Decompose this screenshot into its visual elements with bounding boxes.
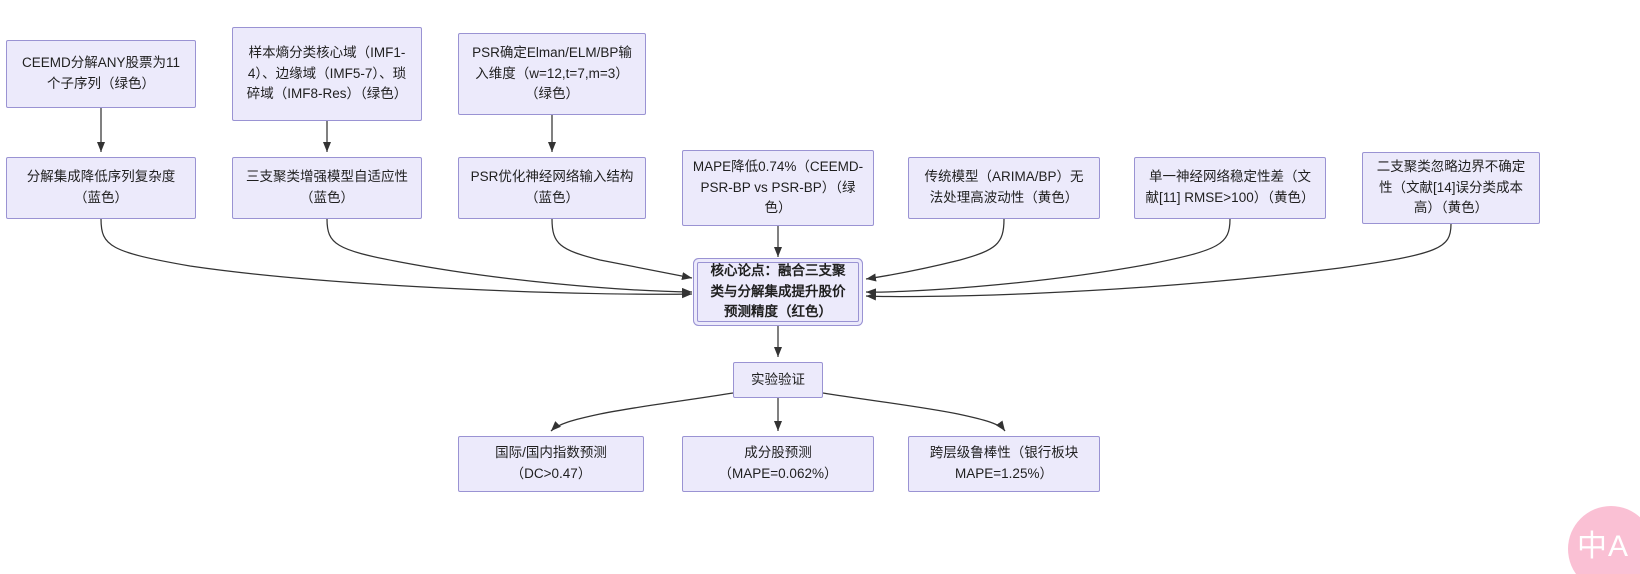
node-psr-structure[interactable]: PSR优化神经网络输入结构（蓝色） xyxy=(458,157,646,219)
node-label: PSR优化神经网络输入结构（蓝色） xyxy=(470,169,634,205)
node-single-nn-limit[interactable]: 单一神经网络稳定性差（文献[11] RMSE>100）（黄色） xyxy=(1134,157,1326,219)
node-ceemd[interactable]: CEEMD分解ANY股票为11个子序列（绿色） xyxy=(6,40,196,108)
edge-twoway-to-core xyxy=(865,223,1452,301)
node-twoway-clustering-limit[interactable]: 二支聚类忽略边界不确定性（文献[14]误分类成本高）（黄色） xyxy=(1362,152,1540,224)
node-core-claim[interactable]: 核心论点：融合三支聚类与分解集成提升股价预测精度（红色） xyxy=(697,262,859,322)
node-constituent-forecast[interactable]: 成分股预测（MAPE=0.062%） xyxy=(682,436,874,492)
node-experiment-validation[interactable]: 实验验证 xyxy=(733,362,823,398)
node-label: 成分股预测（MAPE=0.062%） xyxy=(718,445,838,481)
node-threeway-adaptivity[interactable]: 三支聚类增强模型自适应性（蓝色） xyxy=(232,157,422,219)
node-label: 单一神经网络稳定性差（文献[11] RMSE>100）（黄色） xyxy=(1145,169,1315,205)
node-psr-input-dim[interactable]: PSR确定Elman/ELM/BP输入维度（w=12,t=7,m=3）（绿色） xyxy=(458,33,646,115)
node-label: 国际/国内指数预测（DC>0.47） xyxy=(495,445,607,481)
node-mape-gain[interactable]: MAPE降低0.74%（CEEMD-PSR-BP vs PSR-BP）（绿色） xyxy=(682,150,874,226)
edge-decomp-to-core xyxy=(100,218,693,299)
edge-psrstructure-to-core xyxy=(551,218,693,280)
node-label: MAPE降低0.74%（CEEMD-PSR-BP vs PSR-BP）（绿色） xyxy=(692,158,864,216)
node-index-forecast[interactable]: 国际/国内指数预测（DC>0.47） xyxy=(458,436,644,492)
node-label: 分解集成降低序列复杂度（蓝色） xyxy=(26,169,176,205)
node-label: 三支聚类增强模型自适应性（蓝色） xyxy=(246,169,408,205)
node-label: CEEMD分解ANY股票为11个子序列（绿色） xyxy=(21,55,181,91)
edge-experiment-to-robust xyxy=(822,392,1006,432)
node-decomposition-complexity[interactable]: 分解集成降低序列复杂度（蓝色） xyxy=(6,157,196,219)
node-label: 传统模型（ARIMA/BP）无法处理高波动性（黄色） xyxy=(924,169,1084,205)
node-label: 核心论点：融合三支聚类与分解集成提升股价预测精度（红色） xyxy=(710,262,846,320)
edge-traditional-to-core xyxy=(865,218,1005,282)
node-label: 实验验证 xyxy=(751,371,805,387)
edge-threeway-to-core xyxy=(326,218,693,296)
edge-singlenn-to-core xyxy=(865,218,1231,297)
node-sampen[interactable]: 样本熵分类核心域（IMF1-4）、边缘域（IMF5-7）、琐碎域（IMF8-Re… xyxy=(232,27,422,121)
node-label: 二支聚类忽略边界不确定性（文献[14]误分类成本高）（黄色） xyxy=(1376,158,1526,216)
watermark-text: 中A xyxy=(1576,530,1629,563)
watermark-badge: 中A xyxy=(1568,506,1640,574)
node-traditional-model-limit[interactable]: 传统模型（ARIMA/BP）无法处理高波动性（黄色） xyxy=(908,157,1100,219)
node-cross-level-robustness[interactable]: 跨层级鲁棒性（银行板块MAPE=1.25%） xyxy=(908,436,1100,492)
node-label: PSR确定Elman/ELM/BP输入维度（w=12,t=7,m=3）（绿色） xyxy=(472,44,632,102)
node-label: 跨层级鲁棒性（银行板块MAPE=1.25%） xyxy=(929,445,1079,481)
node-label: 样本熵分类核心域（IMF1-4）、边缘域（IMF5-7）、琐碎域（IMF8-Re… xyxy=(246,44,408,102)
edge-experiment-to-index xyxy=(550,392,734,432)
